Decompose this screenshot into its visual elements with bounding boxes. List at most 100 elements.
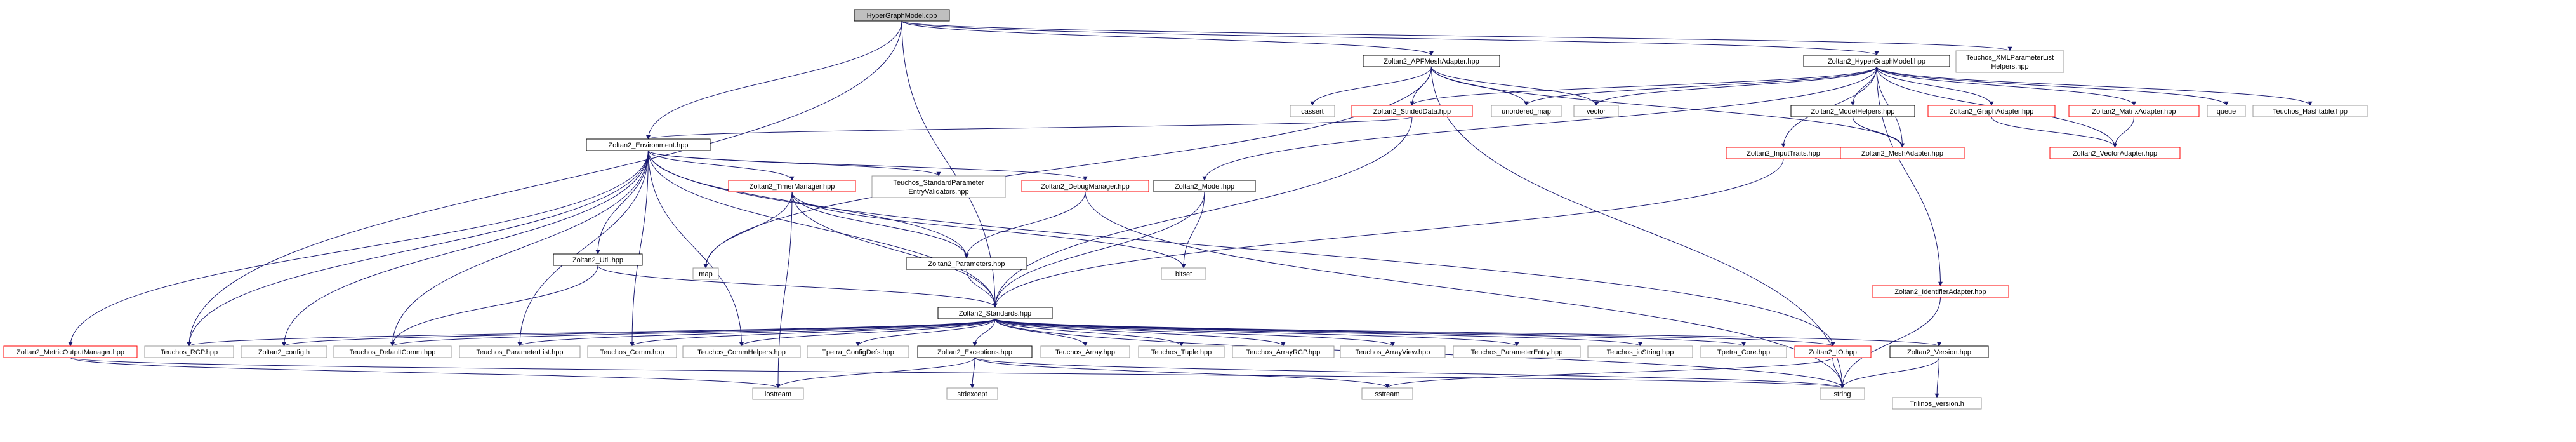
edge-zoltan2-environment-hpp-to-teuchos-parameterlist-hpp — [517, 150, 649, 347]
node-map: map — [692, 267, 719, 280]
node-hypergraphmodel-cpp[interactable]: HyperGraphModel.cpp — [854, 9, 950, 22]
edge-zoltan2-standards-hpp-to-teuchos-iotostring-hpp — [994, 318, 1642, 347]
edge-zoltan2-hypergraphmodel-hpp-to-zoltan2-identifieradapter-hpp — [1876, 66, 1943, 286]
node-zoltan2-vectoradapter-hpp[interactable]: Zoltan2_VectorAdapter.hpp — [2049, 147, 2181, 159]
node-box-teuchos-arrayrcp-hpp — [1232, 345, 1335, 358]
node-zoltan2-util-hpp[interactable]: Zoltan2_Util.hpp — [553, 253, 643, 266]
node-zoltan2-io-hpp[interactable]: Zoltan2_IO.hpp — [1794, 345, 1872, 358]
edge-zoltan2-standards-hpp-to-teuchos-commhelpers-hpp — [739, 318, 996, 347]
edge-zoltan2-standards-hpp-to-zoltan2-config-h — [282, 318, 996, 347]
node-label-vector: vector — [1587, 108, 1606, 116]
node-zoltan2-exceptions-hpp[interactable]: Zoltan2_Exceptions.hpp — [917, 345, 1033, 358]
node-zoltan2-version-hpp[interactable]: Zoltan2_Version.hpp — [1889, 345, 1989, 358]
node-label-teuchos-comm-hpp: Teuchos_Comm.hpp — [600, 349, 664, 356]
node-label-zoltan2-parameters-hpp: Zoltan2_Parameters.hpp — [928, 260, 1005, 268]
edge-zoltan2-standards-hpp-to-teuchos-tuple-hpp — [994, 318, 1184, 347]
edge-zoltan2-apfmeshadapter-hpp-to-cassert — [1310, 66, 1432, 106]
node-zoltan2-model-hpp[interactable]: Zoltan2_Model.hpp — [1153, 180, 1256, 192]
node-zoltan2-matrixadapter-hpp[interactable]: Zoltan2_MatrixAdapter.hpp — [2068, 105, 2200, 117]
node-label-zoltan2-version-hpp: Zoltan2_Version.hpp — [1907, 349, 1971, 356]
node-teuchos-rcp-hpp: Teuchos_RCP.hpp — [144, 345, 234, 358]
node-label-trilinos-version-h: Trilinos_version.h — [1910, 400, 1964, 408]
node-zoltan2-inputtraits-hpp[interactable]: Zoltan2_InputTraits.hpp — [1726, 147, 1841, 159]
node-box-teuchos-xmlparameterlisthelpers-hpp — [1955, 50, 2064, 73]
node-zoltan2-modelhelpers-hpp[interactable]: Zoltan2_ModelHelpers.hpp — [1790, 105, 1915, 117]
node-label-teuchos-arrayrcp-hpp: Teuchos_ArrayRCP.hpp — [1246, 349, 1321, 356]
node-trilinos-version-h: Trilinos_version.h — [1892, 397, 1982, 410]
node-zoltan2-identifieradapter-hpp[interactable]: Zoltan2_IdentifierAdapter.hpp — [1872, 285, 2009, 298]
node-label-map: map — [699, 271, 712, 278]
node-zoltan2-environment-hpp[interactable]: Zoltan2_Environment.hpp — [586, 138, 711, 151]
node-label-teuchos-hashtable-hpp: Teuchos_Hashtable.hpp — [2273, 108, 2348, 116]
edge-zoltan2-identifieradapter-hpp-to-string — [1840, 297, 1941, 389]
edges — [68, 20, 2313, 398]
node-box-zoltan2-environment-hpp — [586, 138, 711, 151]
node-label-teuchos-arrayview-hpp: Teuchos_ArrayView.hpp — [1356, 349, 1430, 356]
edge-zoltan2-model-hpp-to-bitset — [1181, 191, 1205, 269]
edge-zoltan2-hypergraphmodel-hpp-to-zoltan2-model-hpp — [1202, 66, 1877, 181]
node-label-tpetra-configdefs-hpp: Tpetra_ConfigDefs.hpp — [822, 349, 894, 356]
edge-zoltan2-metricoutputmanager-hpp-to-string — [70, 357, 1844, 389]
edge-zoltan2-standards-hpp-to-teuchos-arrayview-hpp — [994, 318, 1395, 347]
edge-hypergraphmodel-cpp-to-zoltan2-apfmeshadapter-hpp — [901, 20, 1434, 56]
node-label-teuchos-rcp-hpp: Teuchos_RCP.hpp — [161, 349, 218, 356]
node-zoltan2-hypergraphmodel-hpp[interactable]: Zoltan2_HyperGraphModel.hpp — [1803, 55, 1950, 67]
edge-zoltan2-hypergraphmodel-hpp-to-vector — [1594, 66, 1877, 106]
edge-zoltan2-standards-hpp-to-zoltan2-exceptions-hpp — [972, 318, 996, 347]
node-label-zoltan2-meshadapter-hpp: Zoltan2_MeshAdapter.hpp — [1861, 150, 1943, 157]
edge-zoltan2-util-hpp-to-teuchos-defaultcomm-hpp — [390, 265, 598, 347]
node-box-teuchos-parameterentry-hpp — [1453, 345, 1581, 358]
edge-zoltan2-strideddata-hpp-to-zoltan2-environment-hpp — [646, 116, 1413, 140]
node-zoltan2-apfmeshadapter-hpp[interactable]: Zoltan2_APFMeshAdapter.hpp — [1363, 55, 1500, 67]
node-label-string: string — [1834, 391, 1851, 398]
node-label-zoltan2-inputtraits-hpp: Zoltan2_InputTraits.hpp — [1747, 150, 1820, 157]
node-box-zoltan2-vectoradapter-hpp — [2049, 147, 2181, 159]
node-zoltan2-meshadapter-hpp[interactable]: Zoltan2_MeshAdapter.hpp — [1840, 147, 1965, 159]
edge-zoltan2-exceptions-hpp-to-sstream — [974, 357, 1390, 389]
node-zoltan2-parameters-hpp[interactable]: Zoltan2_Parameters.hpp — [906, 257, 1027, 270]
edge-zoltan2-matrixadapter-hpp-to-zoltan2-vectoradapter-hpp — [2113, 116, 2134, 148]
edge-zoltan2-standards-hpp-to-tpetra-core-hpp — [994, 318, 1746, 347]
node-label-iostream: iostream — [765, 391, 791, 398]
node-unordered-map: unordered_map — [1491, 105, 1562, 117]
edge-zoltan2-standards-hpp-to-teuchos-rcp-hpp — [187, 318, 996, 347]
edge-hypergraphmodel-cpp-to-teuchos-xmlparameterlisthelpers-hpp — [901, 20, 2012, 51]
node-teuchos-standardparameterentryvalidators-hpp: Teuchos_StandardParameterEntryValidators… — [871, 175, 1006, 198]
node-box-zoltan2-matrixadapter-hpp — [2068, 105, 2200, 117]
node-box-zoltan2-version-hpp — [1889, 345, 1989, 358]
node-box-zoltan2-parameters-hpp — [906, 257, 1027, 270]
node-box-zoltan2-debugmanager-hpp — [1021, 180, 1149, 192]
node-label-zoltan2-exceptions-hpp: Zoltan2_Exceptions.hpp — [937, 349, 1012, 356]
edge-zoltan2-parameters-hpp-to-zoltan2-standards-hpp — [966, 269, 998, 308]
node-box-zoltan2-meshadapter-hpp — [1840, 147, 1965, 159]
node-box-stdexcept — [946, 387, 998, 400]
node-box-unordered-map — [1491, 105, 1562, 117]
node-sstream: sstream — [1361, 387, 1413, 400]
node-zoltan2-timermanager-hpp[interactable]: Zoltan2_TimerManager.hpp — [728, 180, 856, 192]
node-label-zoltan2-debugmanager-hpp: Zoltan2_DebugManager.hpp — [1041, 183, 1129, 191]
node-label-unordered-map: unordered_map — [1502, 108, 1551, 116]
node-teuchos-tuple-hpp: Teuchos_Tuple.hpp — [1138, 345, 1225, 358]
edge-zoltan2-standards-hpp-to-teuchos-arrayrcp-hpp — [994, 318, 1286, 347]
node-label-teuchos-iotostring-hpp: Teuchos_ioString.hpp — [1607, 349, 1674, 356]
node-box-trilinos-version-h — [1892, 397, 1982, 410]
edge-hypergraphmodel-cpp-to-teuchos-rcp-hpp — [187, 20, 902, 347]
edge-zoltan2-environment-hpp-to-teuchos-comm-hpp — [630, 150, 649, 347]
nodes: HyperGraphModel.cppTeuchos_XMLParameterL… — [3, 9, 2368, 410]
node-teuchos-parameterentry-hpp: Teuchos_ParameterEntry.hpp — [1453, 345, 1581, 358]
edge-zoltan2-inputtraits-hpp-to-zoltan2-standards-hpp — [993, 158, 1784, 308]
node-zoltan2-strideddata-hpp[interactable]: Zoltan2_StridedData.hpp — [1351, 105, 1473, 117]
node-zoltan2-config-h: Zoltan2_config.h — [241, 345, 327, 358]
node-box-string — [1820, 387, 1865, 400]
node-label-teuchos-tuple-hpp: Teuchos_Tuple.hpp — [1151, 349, 1212, 356]
node-zoltan2-debugmanager-hpp[interactable]: Zoltan2_DebugManager.hpp — [1021, 180, 1149, 192]
node-teuchos-comm-hpp: Teuchos_Comm.hpp — [587, 345, 677, 358]
node-zoltan2-standards-hpp[interactable]: Zoltan2_Standards.hpp — [937, 307, 1053, 319]
node-zoltan2-metricoutputmanager-hpp[interactable]: Zoltan2_MetricOutputManager.hpp — [3, 345, 138, 358]
node-box-zoltan2-strideddata-hpp — [1351, 105, 1473, 117]
node-label-zoltan2-apfmeshadapter-hpp: Zoltan2_APFMeshAdapter.hpp — [1384, 58, 1479, 65]
edge-zoltan2-environment-hpp-to-zoltan2-io-hpp — [648, 150, 1835, 347]
node-zoltan2-graphadapter-hpp[interactable]: Zoltan2_GraphAdapter.hpp — [1927, 105, 2056, 117]
